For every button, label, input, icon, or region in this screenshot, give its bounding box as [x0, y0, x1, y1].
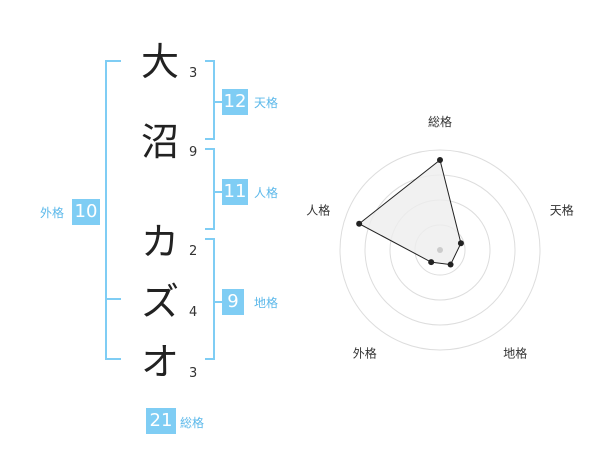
name-char-2: 沼 [140, 120, 179, 164]
radar-axis-label-5: 人格 [306, 202, 330, 217]
person-label: 人格 [254, 186, 279, 200]
radar-point-4 [428, 259, 435, 266]
radar-point-1 [437, 157, 443, 163]
stroke-count-2: 9 [189, 145, 198, 160]
earth-bracket-bottom [205, 358, 215, 360]
outer-bracket-top [105, 60, 121, 62]
radar-axis-label-1: 総格 [428, 114, 452, 129]
outer-bracket-bottom [105, 358, 121, 360]
heaven-bracket-top [205, 60, 215, 62]
radar-ring-4 [339, 149, 541, 351]
earth-value-box: 9 [222, 289, 244, 315]
heaven-bracket-vertical [213, 60, 215, 140]
earth-bracket-tick [215, 301, 222, 303]
earth-bracket-vertical [213, 238, 215, 360]
radar-axis-label-2: 天格 [550, 202, 574, 217]
earth-label: 地格 [254, 296, 279, 310]
radar-point-2 [457, 240, 464, 247]
radar-center-dot [437, 247, 443, 253]
name-char-5: オ [140, 340, 179, 384]
outer-bracket-vertical [105, 60, 107, 360]
person-bracket-bottom [205, 228, 215, 230]
name-char-1: 大 [140, 40, 179, 84]
earth-bracket-top [205, 238, 215, 240]
radar-polygon [358, 159, 462, 266]
total-value-box: 21 [146, 408, 176, 434]
person-bracket-vertical [213, 148, 215, 230]
person-bracket-top [205, 148, 215, 150]
outer-bracket-mid [105, 298, 121, 300]
radar-axis-label-4: 外格 [353, 346, 377, 361]
heaven-bracket-tick [215, 101, 222, 103]
name-char-4: ズ [140, 280, 179, 324]
stroke-count-3: 2 [189, 244, 198, 259]
heaven-bracket-bottom [205, 138, 215, 140]
radar-point-3 [447, 261, 454, 268]
radar-polygon-group [356, 157, 464, 268]
total-label: 総格 [180, 416, 205, 430]
heaven-label: 天格 [254, 96, 279, 110]
radar-point-5 [356, 220, 363, 227]
outer-label: 外格 [40, 206, 65, 220]
stroke-count-5: 3 [189, 366, 198, 381]
radar-axis-label-3: 地格 [503, 346, 527, 361]
name-char-3: カ [140, 220, 179, 264]
stroke-count-1: 3 [189, 66, 198, 81]
person-bracket-tick [215, 191, 222, 193]
person-value-box: 11 [222, 179, 248, 205]
outer-value-box: 10 [72, 199, 100, 225]
heaven-value-box: 12 [222, 89, 248, 115]
stroke-count-4: 4 [189, 305, 198, 320]
